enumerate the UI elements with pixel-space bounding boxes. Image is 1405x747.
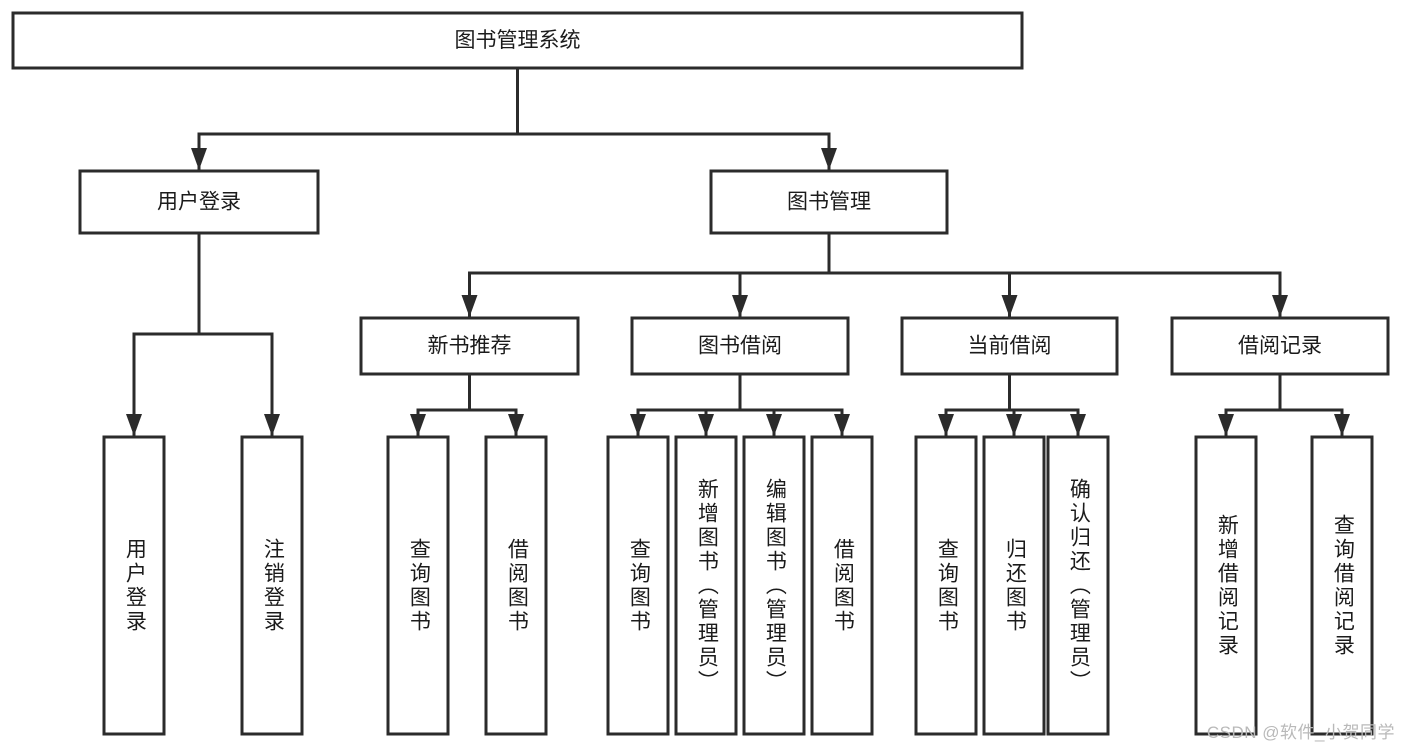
node-leaf-confirm-return[interactable] (1046, 435, 1110, 736)
arrow-head-icon (191, 148, 207, 170)
node-label-book-manage: 图书管理 (787, 191, 871, 214)
node-leaf-return-book[interactable] (982, 435, 1046, 736)
node-label-book-borrow: 图书借阅 (698, 335, 782, 358)
node-box-leaf-return-book[interactable] (982, 435, 1046, 736)
node-new-book-recommend[interactable]: 新书推荐 (359, 316, 580, 376)
node-borrow-record[interactable]: 借阅记录 (1170, 316, 1390, 376)
node-box-leaf-add-book[interactable] (674, 435, 738, 736)
node-current-borrow[interactable]: 当前借阅 (900, 316, 1119, 376)
node-box-borrow-record[interactable] (1170, 316, 1390, 376)
node-box-root[interactable] (11, 11, 1024, 70)
arrow-head-icon (834, 414, 850, 436)
node-leaf-query-book-3[interactable] (914, 435, 978, 736)
node-box-leaf-borrow-book-1[interactable] (484, 435, 548, 736)
node-leaf-query-record[interactable] (1310, 435, 1374, 736)
arrow-head-icon (461, 295, 478, 317)
node-leaf-add-record[interactable] (1194, 435, 1258, 736)
node-box-leaf-query-book-3[interactable] (914, 435, 978, 736)
node-box-book-borrow[interactable] (630, 316, 850, 376)
arrow-head-icon (1001, 295, 1018, 317)
node-box-book-manage[interactable] (709, 169, 949, 235)
node-leaf-add-book[interactable] (674, 435, 738, 736)
node-label-borrow-record: 借阅记录 (1238, 335, 1322, 358)
node-root[interactable]: 图书管理系统 (11, 11, 1024, 70)
node-leaf-query-book-1[interactable] (386, 435, 450, 736)
arrow-head-icon (1006, 414, 1022, 436)
node-label-root: 图书管理系统 (455, 29, 581, 52)
node-leaf-query-book-2[interactable] (606, 435, 670, 736)
arrow-head-icon (732, 295, 748, 317)
node-leaf-borrow-book-1[interactable] (484, 435, 548, 736)
arrow-head-icon (508, 414, 524, 436)
arrow-head-icon (630, 414, 646, 436)
node-box-leaf-user-logout[interactable] (240, 435, 304, 736)
node-leaf-borrow-book-2[interactable] (810, 435, 874, 736)
node-label-new-book-recommend: 新书推荐 (428, 335, 512, 358)
node-box-new-book-recommend[interactable] (359, 316, 580, 376)
node-box-leaf-user-login[interactable] (102, 435, 166, 736)
node-box-leaf-add-record[interactable] (1194, 435, 1258, 736)
node-book-manage[interactable]: 图书管理 (709, 169, 949, 235)
node-box-leaf-borrow-book-2[interactable] (810, 435, 874, 736)
arrow-head-icon (766, 414, 782, 436)
node-box-leaf-query-book-1[interactable] (386, 435, 450, 736)
arrow-head-icon (1070, 414, 1086, 436)
arrow-head-icon (698, 414, 714, 436)
node-label-user-login: 用户登录 (157, 191, 241, 214)
node-box-leaf-query-book-2[interactable] (606, 435, 670, 736)
connectors-layer (126, 66, 1350, 437)
node-box-leaf-query-record[interactable] (1310, 435, 1374, 736)
node-box-current-borrow[interactable] (900, 316, 1119, 376)
arrow-head-icon (1272, 295, 1288, 317)
arrow-head-icon (264, 414, 280, 436)
node-box-leaf-confirm-return[interactable] (1046, 435, 1110, 736)
node-user-login[interactable]: 用户登录 (78, 169, 320, 235)
node-box-user-login[interactable] (78, 169, 320, 235)
arrow-head-icon (1218, 414, 1234, 436)
node-box-leaf-edit-book[interactable] (742, 435, 806, 736)
node-book-borrow[interactable]: 图书借阅 (630, 316, 850, 376)
node-leaf-edit-book[interactable] (742, 435, 806, 736)
arrow-head-icon (410, 414, 426, 436)
node-leaf-user-logout[interactable] (240, 435, 304, 736)
arrow-head-icon (1334, 414, 1350, 436)
arrow-head-icon (938, 414, 954, 436)
csdn-watermark: CSDN @软件_小贺同学 (1206, 723, 1395, 742)
node-label-current-borrow: 当前借阅 (968, 335, 1052, 358)
arrow-head-icon (821, 148, 837, 170)
arrow-head-icon (126, 414, 142, 436)
node-leaf-user-login[interactable] (102, 435, 166, 736)
